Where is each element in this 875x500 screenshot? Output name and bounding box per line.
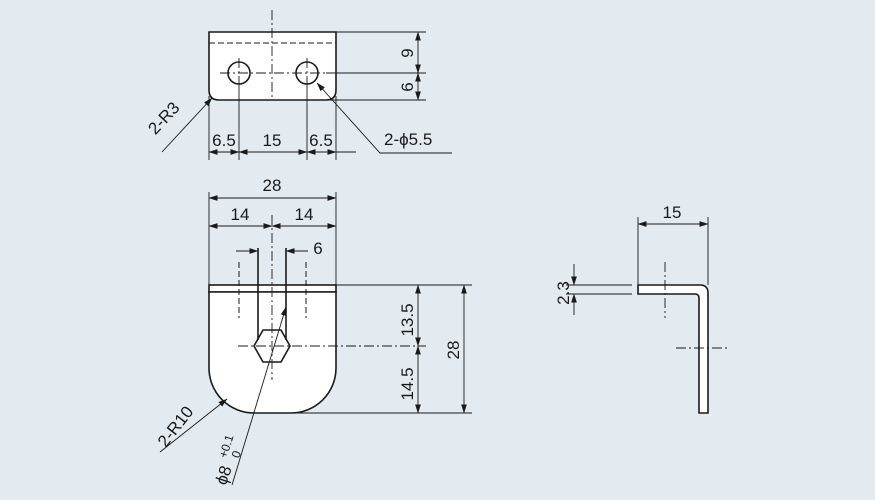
label-phi8: ϕ8 (212, 463, 236, 487)
front-view-hole (253, 329, 291, 363)
side-view-bracket (637, 284, 709, 414)
dim-label-6-5-left: 6.5 (212, 131, 236, 150)
top-view: 9 6 6.5 15 6.5 2-R3 2-ϕ5.5 (144, 10, 452, 160)
label-2-r10: 2-R10 (154, 403, 197, 451)
leader-hole-diameter (316, 82, 452, 154)
dim-label-15-side: 15 (663, 203, 682, 222)
label-2-r3: 2-R3 (144, 98, 183, 138)
dim-label-6: 6 (398, 82, 417, 91)
leader-radius-r3 (161, 97, 213, 153)
dim-label-14-left: 14 (231, 205, 250, 224)
dim-label-9: 9 (398, 48, 417, 57)
side-view: 15 2.3 (554, 203, 730, 414)
front-view: 28 14 14 6 13.5 14.5 28 2-R10 ϕ8 +0.1 0 (154, 176, 472, 488)
front-view-flange-edge (208, 284, 337, 293)
dim-label-14-5: 14.5 (398, 367, 417, 400)
leader-hole-phi8 (231, 306, 287, 486)
dim-label-13-5: 13.5 (398, 303, 417, 336)
label-tolerance-lower: 0 (229, 449, 244, 460)
dim-label-2-3: 2.3 (554, 281, 573, 305)
label-2-phi-5-5: 2-ϕ5.5 (384, 130, 432, 149)
top-view-outline (208, 31, 337, 101)
dim-label-28-height: 28 (444, 341, 463, 360)
dim-label-slot-6: 6 (313, 239, 322, 258)
label-phi8-group: ϕ8 +0.1 0 (212, 433, 244, 488)
dim-label-14-right: 14 (295, 205, 314, 224)
dim-label-15: 15 (263, 131, 282, 150)
leader-radius-r10 (159, 398, 228, 453)
dim-label-6-5-right: 6.5 (309, 131, 333, 150)
dim-label-28-width: 28 (263, 176, 282, 195)
